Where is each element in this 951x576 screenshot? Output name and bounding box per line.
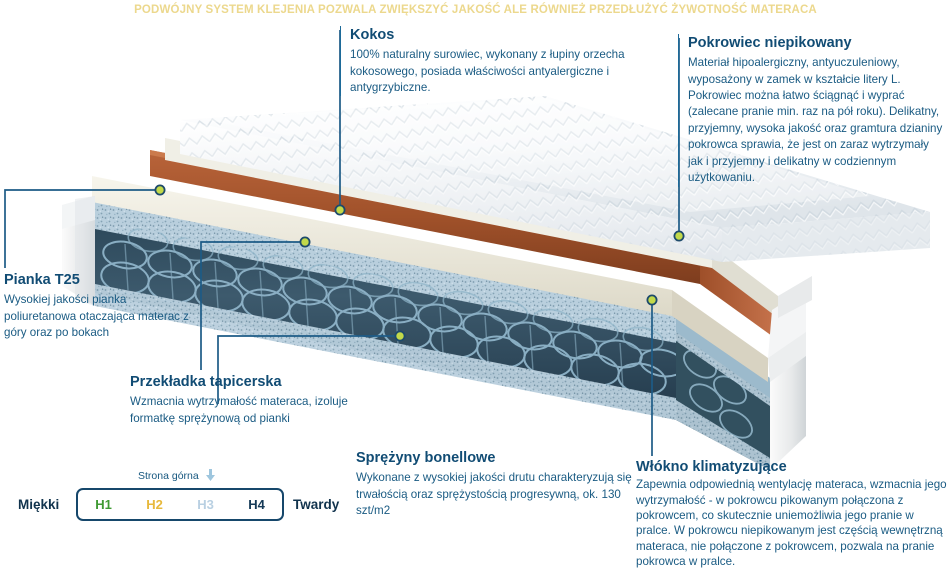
callout-pianka-t25: Pianka T25 Wysokiej jakości pianka poliu…	[4, 271, 194, 341]
callout-przekladka-tapicerska: Przekładka tapicerska Wzmacnia wytrzymał…	[130, 373, 395, 427]
top-side-indicator: Strona górna	[138, 467, 215, 482]
callout-przekladka-tapicerska-body: Wzmacnia wytrzymałość materaca, izoluje …	[130, 395, 348, 425]
callout-kokos: Kokos 100% naturalny surowiec, wykonany …	[340, 26, 640, 97]
callout-pokrowiec-body: Materiał hipoalergiczny, antyuczuleniowy…	[688, 56, 943, 185]
callout-wlokno-klimatyzujace: Włókno klimatyzujące Zapewnia odpowiedni…	[636, 458, 948, 570]
hardness-soft-label: Miękki	[18, 496, 60, 512]
hardness-level-h2[interactable]: H2	[146, 496, 163, 512]
header-banner: PODWÓJNY SYSTEM KLEJENIA POZWALA ZWIĘKSZ…	[134, 4, 817, 16]
callout-wlokno-klimatyzujace-title: Włókno klimatyzujące	[636, 459, 787, 475]
top-side-label: Strona górna	[138, 470, 199, 482]
callout-sprezyny-bonellowe: Sprężyny bonellowe Wykonane z wysokiej j…	[356, 449, 636, 519]
hardness-scale-row: Miękki H1 H2 H3 H4 Twardy	[18, 486, 348, 522]
hardness-level-h4[interactable]: H4	[248, 496, 265, 512]
callout-wlokno-klimatyzujace-body: Zapewnia odpowiednią wentylację materaca…	[636, 478, 947, 569]
callout-kokos-body: 100% naturalny surowiec, wykonany z łupi…	[350, 48, 625, 95]
callout-sprezyny-bonellowe-title: Sprężyny bonellowe	[356, 450, 496, 466]
callout-pokrowiec-title: Pokrowiec niepikowany	[688, 35, 852, 51]
hardness-scale: Strona górna Miękki H1 H2 H3 H4 Twardy	[18, 466, 348, 522]
hardness-hard-label: Twardy	[293, 496, 340, 512]
arrow-down-icon	[205, 469, 215, 481]
hardness-levels-box: H1 H2 H3 H4	[76, 487, 284, 521]
callout-kokos-title: Kokos	[350, 27, 395, 43]
callout-pokrowiec: Pokrowiec niepikowany Materiał hipoalerg…	[678, 34, 946, 187]
hardness-level-h1[interactable]: H1	[95, 496, 112, 512]
hardness-level-h3[interactable]: H3	[197, 496, 214, 512]
callout-sprezyny-bonellowe-body: Wykonane z wysokiej jakości drutu charak…	[356, 471, 632, 518]
callout-pianka-t25-title: Pianka T25	[4, 272, 80, 288]
callout-przekladka-tapicerska-title: Przekładka tapicerska	[130, 374, 282, 390]
callout-pianka-t25-body: Wysokiej jakości pianka poliuretanowa ot…	[4, 293, 189, 340]
